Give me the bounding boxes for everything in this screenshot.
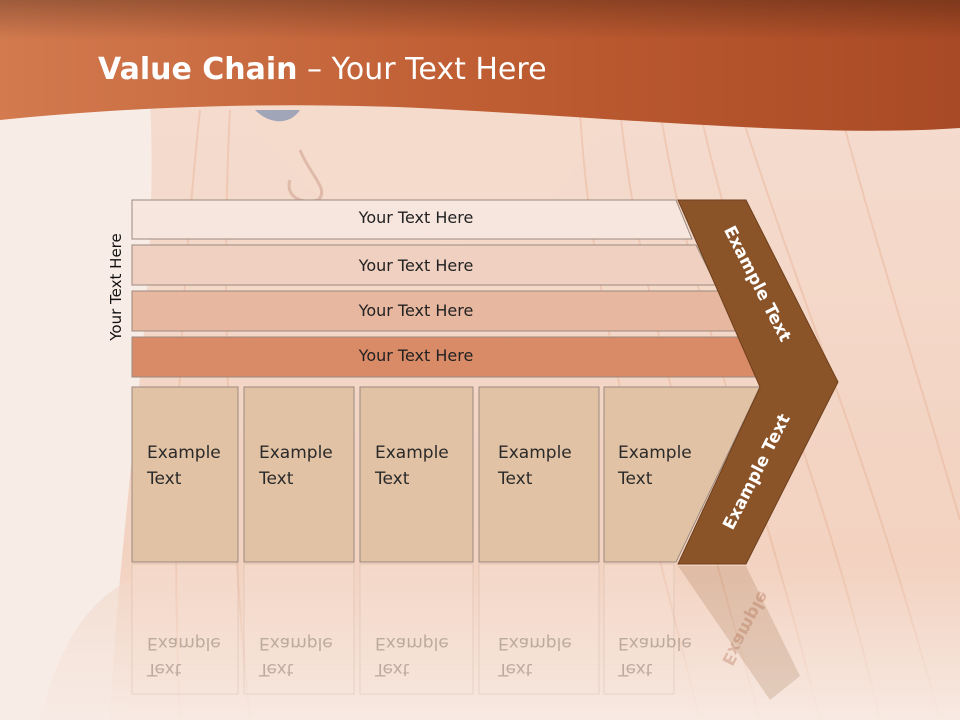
activity-box-label-line1: Example bbox=[259, 443, 333, 463]
row-label-4: Your Text Here bbox=[358, 346, 474, 365]
vertical-label: Your Text Here bbox=[107, 233, 125, 341]
activity-box-label-2: Example Text bbox=[259, 440, 333, 492]
reflection-line: Example bbox=[147, 633, 221, 653]
activity-box-2 bbox=[243, 386, 355, 563]
slide-title: Value Chain – Your Text Here bbox=[98, 52, 547, 87]
activity-box-1 bbox=[131, 386, 239, 563]
activity-box-reflection-label-5: Text Example bbox=[618, 630, 692, 682]
row-bar-1 bbox=[131, 199, 693, 240]
activity-box-label-line1: Example bbox=[498, 443, 572, 463]
activity-box-label-4: Example Text bbox=[498, 440, 572, 492]
activity-boxes-reflection bbox=[131, 563, 675, 695]
title-rest: – Your Text Here bbox=[297, 52, 547, 87]
header-band bbox=[0, 0, 960, 131]
activity-box-label-5: Example Text bbox=[618, 440, 692, 492]
reflection-line: Example bbox=[498, 633, 572, 653]
activity-box-label-1: Example Text bbox=[147, 440, 221, 492]
row-label-2: Your Text Here bbox=[358, 256, 474, 275]
activity-box-4 bbox=[478, 386, 600, 563]
activity-box-label-3: Example Text bbox=[375, 440, 449, 492]
activity-box-reflection-label-1: Text Example bbox=[147, 630, 221, 682]
row-label-3: Your Text Here bbox=[358, 301, 474, 320]
row-label-1: Your Text Here bbox=[358, 208, 474, 227]
reflection-line: Text bbox=[147, 659, 182, 679]
activity-box-label-line2: Text bbox=[259, 469, 294, 489]
activity-box-label-line2: Text bbox=[498, 469, 533, 489]
activity-box-label-line1: Example bbox=[618, 443, 692, 463]
activity-box-5 bbox=[603, 386, 761, 563]
activity-box-3 bbox=[359, 386, 474, 563]
reflection-line: Text bbox=[375, 659, 410, 679]
reflection-line: Text bbox=[618, 659, 653, 679]
reflection-line: Example bbox=[618, 633, 692, 653]
reflection-line: Text bbox=[498, 659, 533, 679]
margin-chevron-reflection bbox=[678, 566, 800, 700]
margin-chevron bbox=[677, 199, 839, 565]
reflection-line: Text bbox=[259, 659, 294, 679]
row-bars bbox=[131, 199, 765, 378]
activity-box-label-line2: Text bbox=[147, 469, 182, 489]
activity-boxes bbox=[131, 386, 761, 563]
reflection-line: Example bbox=[259, 633, 333, 653]
title-bold: Value Chain bbox=[98, 52, 298, 87]
activity-box-reflection-label-3: Text Example bbox=[375, 630, 449, 682]
activity-box-reflection-label-2: Text Example bbox=[259, 630, 333, 682]
activity-box-label-line2: Text bbox=[618, 469, 653, 489]
activity-box-label-line2: Text bbox=[375, 469, 410, 489]
activity-box-label-line1: Example bbox=[375, 443, 449, 463]
activity-box-label-line1: Example bbox=[147, 443, 221, 463]
reflection-line: Example bbox=[375, 633, 449, 653]
activity-box-reflection-label-4: Text Example bbox=[498, 630, 572, 682]
